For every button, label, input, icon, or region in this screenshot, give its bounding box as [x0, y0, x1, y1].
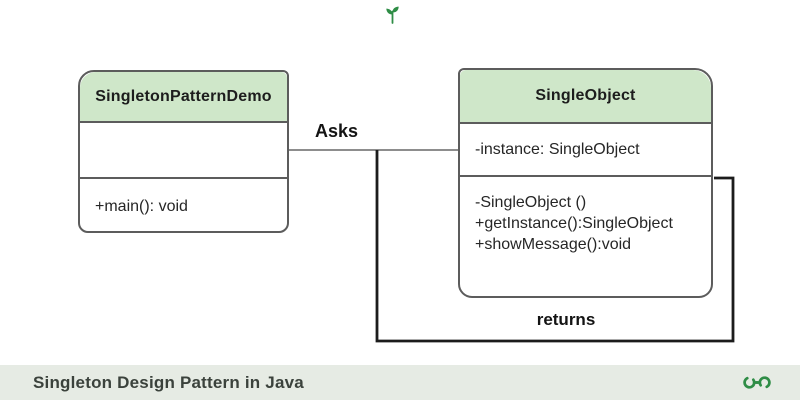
class-attributes-empty — [80, 123, 287, 179]
class-methods: +main(): void — [80, 179, 287, 231]
class-title: SingleObject — [460, 70, 711, 124]
class-box-singleton-pattern-demo: SingletonPatternDemo +main(): void — [78, 70, 289, 233]
method-item: -SingleObject () — [475, 194, 587, 211]
footer-caption: Singleton Design Pattern in Java — [33, 372, 304, 392]
method-item: +getInstance():SingleObject — [475, 215, 673, 232]
footer-bar: Singleton Design Pattern in Java — [0, 365, 800, 400]
class-box-single-object: SingleObject -instance: SingleObject -Si… — [458, 68, 713, 298]
class-methods: -SingleObject () +getInstance():SingleOb… — [460, 177, 711, 296]
class-title: SingletonPatternDemo — [80, 72, 287, 123]
asks-label: Asks — [315, 121, 359, 141]
returns-label: returns — [536, 310, 596, 329]
class-attributes: -instance: SingleObject — [460, 124, 711, 177]
method-item: +main(): void — [95, 198, 188, 215]
geeksforgeeks-logo — [743, 374, 773, 391]
attribute-item: -instance: SingleObject — [475, 140, 640, 158]
sprout-icon — [384, 5, 401, 24]
method-item: +showMessage():void — [475, 236, 632, 253]
